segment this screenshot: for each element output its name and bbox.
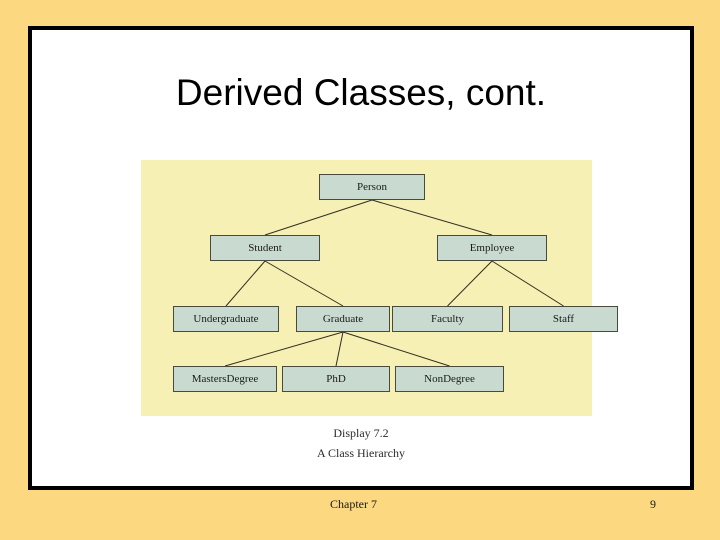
class-node-employee: Employee: [437, 235, 547, 261]
edge-graduate-to-phd: [335, 331, 344, 367]
class-node-faculty: Faculty: [392, 306, 503, 332]
page-title: Derived Classes, cont.: [175, 72, 547, 113]
class-node-label: NonDegree: [424, 372, 475, 385]
class-node-label: Staff: [552, 312, 575, 325]
class-node-undergraduate: Undergraduate: [173, 306, 279, 332]
edge-person-to-student: [264, 199, 373, 236]
class-node-label: Employee: [469, 241, 515, 254]
footer-chapter-label: Chapter 7: [330, 497, 377, 511]
class-node-label: Undergraduate: [193, 312, 259, 325]
edge-student-to-graduate: [264, 260, 344, 307]
edge-employee-to-faculty: [447, 260, 493, 307]
class-node-student: Student: [210, 235, 320, 261]
class-node-label: PhD: [326, 372, 346, 385]
class-node-graduate: Graduate: [296, 306, 390, 332]
class-node-label: MastersDegree: [191, 372, 259, 385]
class-node-phd: PhD: [282, 366, 390, 392]
class-node-person: Person: [319, 174, 425, 200]
class-node-nondegree: NonDegree: [395, 366, 504, 392]
class-node-label: Student: [248, 241, 282, 254]
edge-graduate-to-mastersdegree: [224, 331, 344, 367]
footer-page-number: 9: [650, 497, 656, 511]
caption-display-number: Display 7.2: [333, 426, 389, 440]
class-node-label: Faculty: [431, 312, 464, 325]
class-node-staff: Staff: [509, 306, 618, 332]
figure-caption: Display 7.2 A Class Hierarchy: [32, 424, 690, 464]
edge-person-to-employee: [371, 199, 493, 236]
edge-employee-to-staff: [491, 260, 564, 307]
edge-graduate-to-nondegree: [342, 331, 450, 367]
edge-student-to-undergraduate: [225, 260, 266, 307]
class-node-label: Person: [357, 180, 387, 193]
class-node-label: Graduate: [322, 312, 364, 325]
caption-title: A Class Hierarchy: [317, 445, 405, 460]
class-node-mastersdegree: MastersDegree: [173, 366, 277, 392]
